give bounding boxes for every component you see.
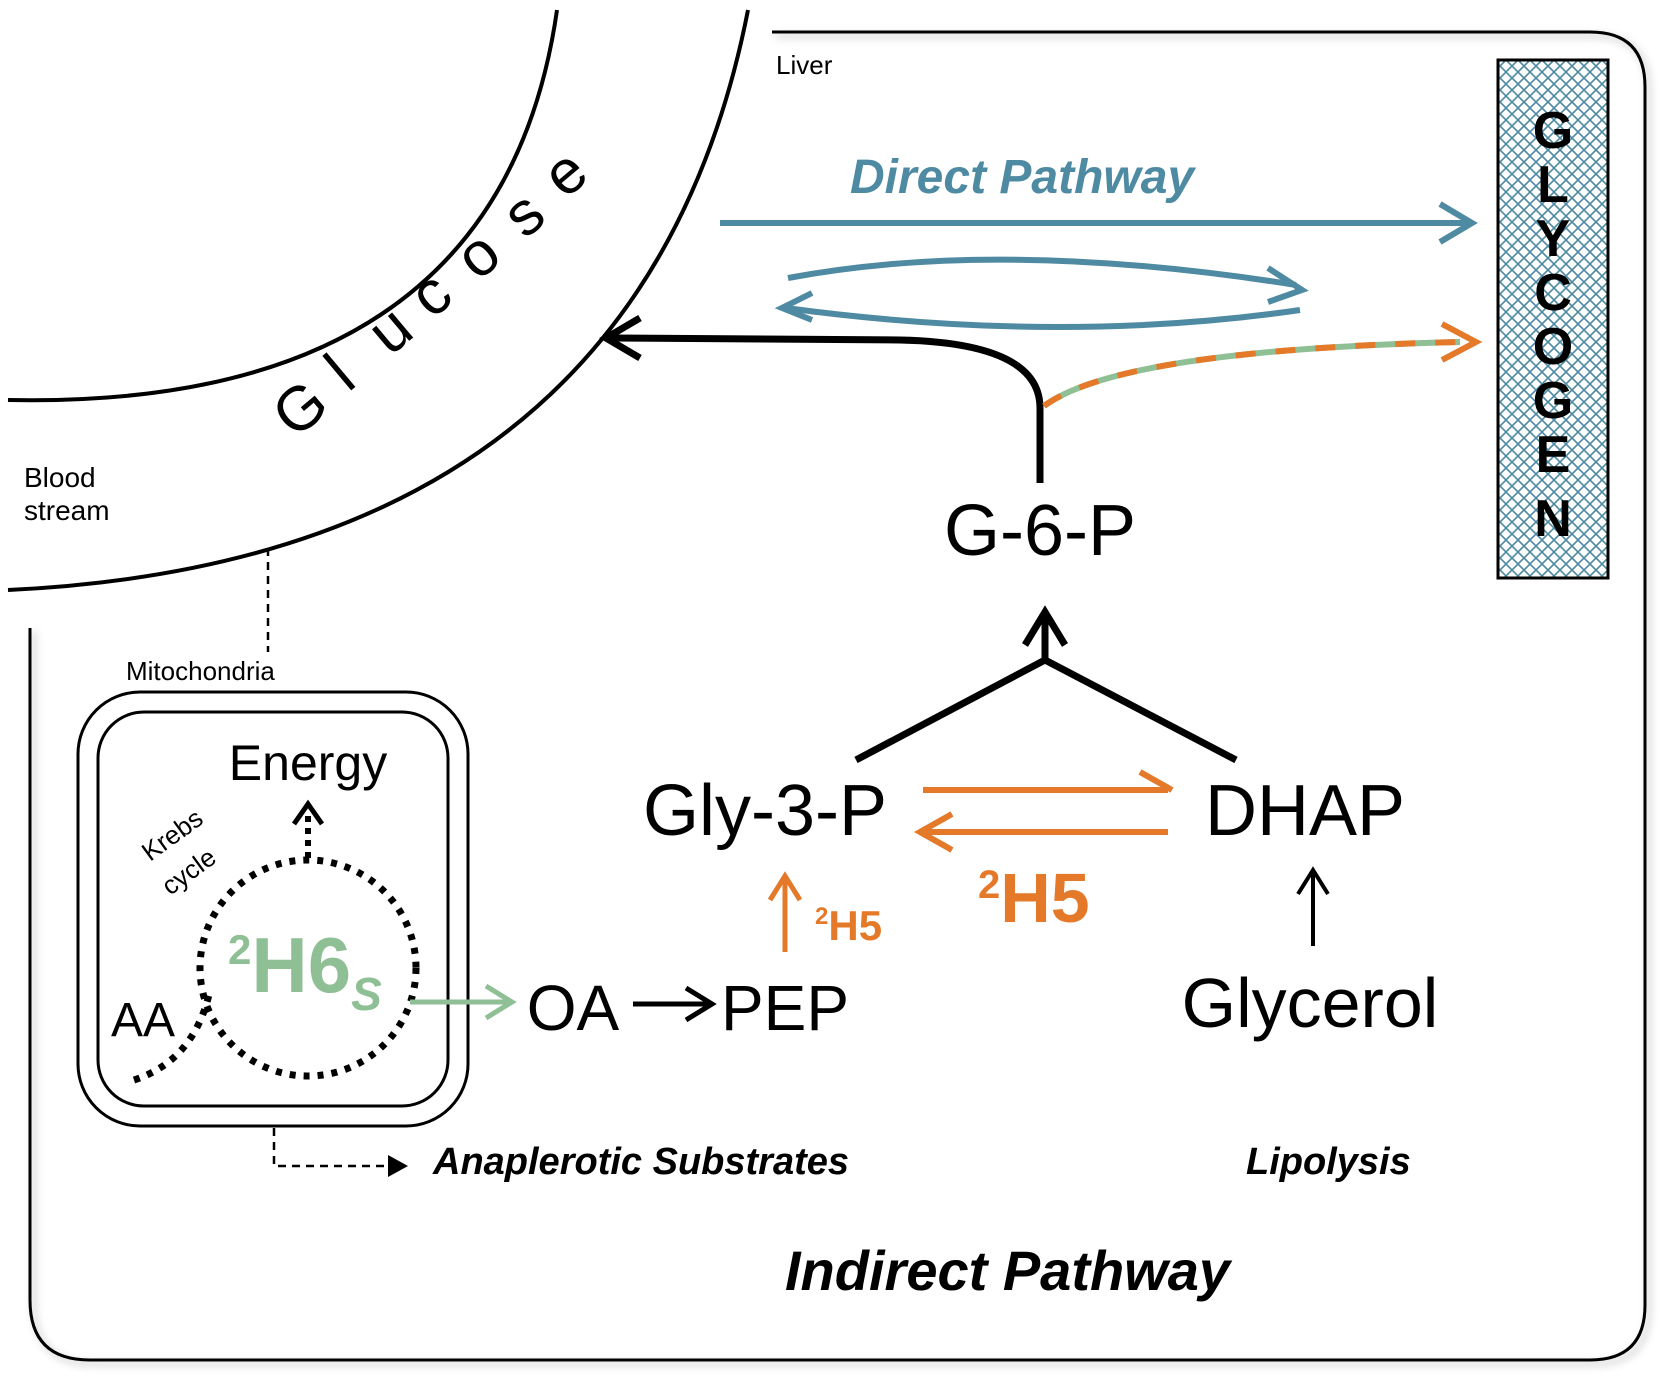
h6s-main: H6 [251, 921, 351, 1009]
glycogen-letter: E [1536, 426, 1571, 484]
glucose-label: G l u c o s e [260, 136, 601, 451]
krebs-to-oa-arrowhead [484, 983, 517, 1021]
h5-label-small: 2H5 [815, 902, 882, 949]
indirect-pathway-label: Indirect Pathway [785, 1239, 1233, 1302]
direct-pathway-arrowhead [1438, 201, 1478, 245]
liver-cell-outline [28, 30, 1647, 1362]
gly3p-to-dhap-arrowhead [1138, 769, 1174, 793]
h6s-label: 2H6S [228, 921, 382, 1020]
pep-label: PEP [721, 972, 849, 1044]
h5-small-superscript: 2 [815, 903, 828, 930]
mitochondria-inner-membrane [96, 710, 450, 1108]
glycogen-letter: G [1533, 372, 1573, 430]
direct-pathway-label: Direct Pathway [850, 151, 1196, 204]
glycerol-to-dhap-arrowhead [1296, 866, 1330, 896]
triose-to-g6p-arrowhead [1022, 605, 1068, 647]
glycogen-letter: O [1533, 318, 1573, 376]
pep-to-gly3p-arrowhead [767, 871, 803, 902]
g6p-label: G-6-P [944, 491, 1136, 571]
oa-label: OA [527, 972, 620, 1044]
krebs-cycle-circle [196, 856, 420, 1080]
glucose-letter: l [313, 342, 368, 404]
blood-stream-label-line2: stream [24, 495, 110, 526]
cycle-arrowhead-upper [1266, 265, 1309, 305]
oa-to-pep-arrowhead [684, 985, 717, 1023]
mitochondria-outer-membrane [76, 690, 470, 1128]
energy-label: Energy [229, 735, 387, 791]
h6s-subscript: S [351, 968, 382, 1020]
liver-label: Liver [776, 50, 833, 80]
g6p-to-glucose-arrowhead [599, 314, 642, 362]
glycogen-letter: L [1537, 156, 1569, 214]
dhap-label: DHAP [1205, 771, 1405, 851]
krebs-to-energy-arrowhead [291, 799, 325, 826]
aa-label: AA [111, 994, 175, 1047]
h5-large-superscript: 2 [978, 863, 1000, 907]
h6s-superscript: 2 [228, 926, 251, 973]
anaplerotic-dashed-arrow [272, 1128, 395, 1168]
mitochondria-label: Mitochondria [126, 656, 275, 686]
g6p-to-glucose-arrow [611, 334, 1044, 483]
glycerol-label: Glycerol [1182, 964, 1439, 1042]
anaplerotic-substrates-label: Anaplerotic Substrates [432, 1141, 849, 1183]
blood-stream-label-line1: Blood [24, 462, 96, 493]
lipolysis-label: Lipolysis [1246, 1141, 1411, 1183]
glucose-letter: u [355, 293, 426, 368]
glucose-letter: G [260, 367, 341, 451]
glycogen-letter: G [1533, 102, 1573, 160]
glycogen-letter: N [1534, 490, 1572, 548]
glycogen-letter: C [1534, 264, 1572, 322]
aa-entry-dashed-curve [132, 989, 214, 1084]
vessel-outer-wall [7, 9, 750, 592]
glucose-letter: e [530, 136, 601, 211]
glycogen-box [1496, 58, 1610, 580]
glycogen-label: G L Y C O G E N [1533, 102, 1573, 548]
gly3p-label: Gly-3-P [643, 771, 887, 851]
cycle-arrow-lower [785, 305, 1301, 331]
anaplerotic-arrowhead [388, 1155, 408, 1177]
dhap-to-gly3p-arrowhead [913, 811, 954, 853]
cycle-arrowhead-lower [774, 290, 814, 323]
h5-large-main: H5 [1000, 859, 1089, 937]
vessel-inner-wall [7, 9, 559, 403]
g6p-to-glycogen-arrowhead [1440, 321, 1483, 363]
h5-label-large: 2H5 [978, 859, 1090, 937]
cycle-arrow-upper [787, 256, 1297, 288]
glycogen-letter: Y [1536, 210, 1571, 268]
triose-to-g6p-lines [854, 656, 1238, 764]
h5-small-main: H5 [828, 902, 882, 949]
glucose-letter: s [490, 178, 558, 251]
g6p-to-glycogen-orange [1042, 339, 1461, 409]
